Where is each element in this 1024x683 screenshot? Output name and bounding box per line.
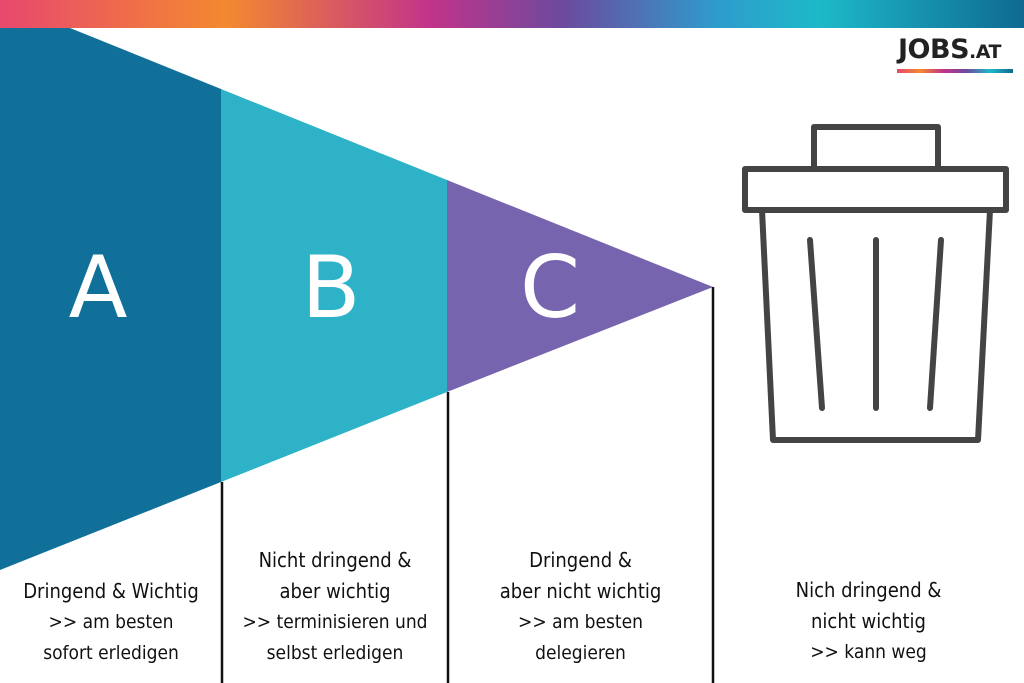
caption-title: nicht wichtig [811,609,926,633]
jobs-at-logo: JOBS.AT [898,34,1001,65]
caption-d: Nich dringend & nicht wichtig >> kann we… [713,575,1024,668]
segment-b [221,89,447,482]
caption-a: Dringend & Wichtig >> am besten sofort e… [0,576,222,669]
caption-action: selbst erledigen [266,642,404,664]
segment-a [0,28,221,570]
caption-action: >> am besten [518,611,643,633]
caption-c: Dringend & aber nicht wichtig >> am best… [448,545,713,669]
caption-title: aber wichtig [279,579,391,603]
caption-title: Dringend & [529,548,632,572]
gradient-header-bar [0,0,1024,28]
caption-action: >> terminisieren und [242,611,428,633]
caption-action: delegieren [535,642,626,664]
caption-action: sofort erledigen [43,642,179,664]
caption-b: Nicht dringend & aber wichtig >> termini… [222,545,448,669]
letter-c: C [519,238,581,338]
segment-c [447,180,713,392]
logo-underline [897,69,1013,73]
caption-title: Dringend & Wichtig [23,579,199,603]
caption-action: >> kann weg [810,641,927,663]
letter-b: B [301,238,361,338]
caption-action: >> am besten [48,611,174,633]
trash-can-icon [742,124,1009,443]
letter-a: A [68,238,128,338]
caption-title: aber nicht wichtig [499,579,662,603]
caption-title: Nicht dringend & [258,548,412,572]
caption-title: Nich dringend & [795,578,942,602]
